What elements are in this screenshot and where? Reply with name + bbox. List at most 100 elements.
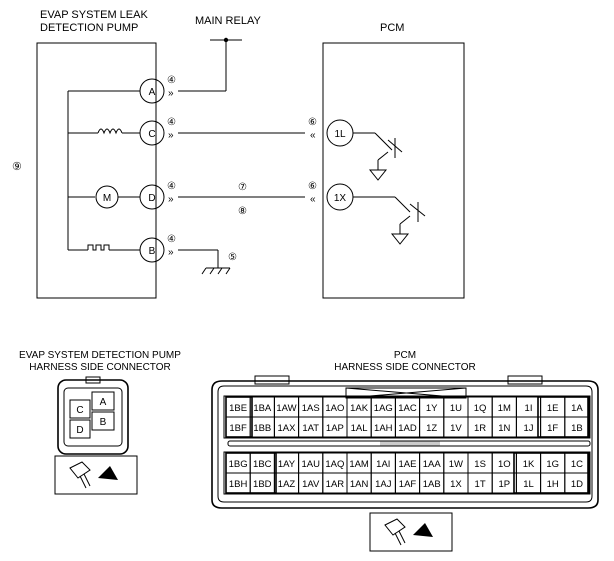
pcm-cell-label: 1AR <box>326 479 345 490</box>
pcm-cell-label: 1L <box>523 479 534 490</box>
valve-icon <box>87 244 110 251</box>
pcm-cell-label: 1H <box>547 479 559 490</box>
pump-conn-pin-d: D <box>76 425 83 436</box>
pcm-cell-label: 1AO <box>325 403 344 414</box>
pump-pin-a <box>139 78 165 104</box>
pcm-cell-label: 1AC <box>398 403 417 414</box>
pcm-cell-label: 1AB <box>423 479 441 490</box>
pcm-cell-label: 1Y <box>426 403 438 414</box>
pcm-cell-label: 1F <box>547 423 558 434</box>
plug-view-icon-left <box>54 455 138 495</box>
ref-8: ⑧ <box>238 206 247 217</box>
pump-pin-d-ref: ④ <box>167 181 176 192</box>
pcm-cell-label: 1AD <box>398 423 417 434</box>
pcm-pin-1l-label: 1L <box>334 129 346 140</box>
pump-conn-pin-c: C <box>76 405 83 416</box>
pump-pin-c-ref: ④ <box>167 117 176 128</box>
pump-pin-a-ref: ④ <box>167 75 176 86</box>
pcm-cell-label: 1V <box>450 423 462 434</box>
ref-5: ⑤ <box>228 252 237 263</box>
pcm-box <box>322 42 465 299</box>
pcm-cell-label: 1T <box>475 479 486 490</box>
pcm-cell-label: 1P <box>498 479 510 490</box>
pcm-cell-label: 1AT <box>302 423 319 434</box>
pcm-cell-label: 1C <box>571 459 583 470</box>
pump-pin-d <box>139 184 165 210</box>
pump-pin-b <box>139 237 165 263</box>
pcm-cell-label: 1BG <box>229 459 248 470</box>
pcm-cell-label: 1K <box>523 459 535 470</box>
pump-conn-pin-a: A <box>100 397 107 408</box>
pcm-cell <box>564 472 590 494</box>
pcm-cell-label: 1AY <box>278 459 296 470</box>
pcm-cell <box>564 416 590 438</box>
svg-text:»: » <box>168 247 174 258</box>
pcm-cell-label: 1O <box>498 459 511 470</box>
pump-connector-title-line1: EVAP SYSTEM DETECTION PUMP <box>19 350 181 361</box>
pump-pin-d-label: D <box>148 193 155 204</box>
main-relay-node <box>223 37 229 43</box>
svg-text:»: » <box>168 194 174 205</box>
pump-pin-a-label: A <box>149 87 156 98</box>
coil-icon <box>97 128 123 135</box>
pcm-cell-label: 1BC <box>253 459 272 470</box>
pcm-cell-label: 1AF <box>399 479 417 490</box>
pump-conn-pin-b: B <box>100 417 107 428</box>
pump-pin-b-label: B <box>149 246 156 257</box>
pcm-cell-label: 1BA <box>253 403 272 414</box>
pcm-pin-1x-ref: ⑥ <box>308 181 317 192</box>
pcm-cell-label: 1AQ <box>325 459 344 470</box>
pcm-cell-label: 1I <box>525 403 533 414</box>
pump-pin-b-ref: ④ <box>167 234 176 245</box>
pump-connector: C A D B <box>57 376 129 455</box>
pcm-cell-label: 1U <box>450 403 462 414</box>
ref-9: ⑨ <box>12 161 22 173</box>
pcm-connector-title-line2: HARNESS SIDE CONNECTOR <box>334 362 476 373</box>
pcm-label: PCM <box>380 22 404 34</box>
pcm-cell-label: 1BD <box>253 479 272 490</box>
pcm-cell-label: 1BH <box>229 479 248 490</box>
pcm-cell-label: 1X <box>450 479 462 490</box>
pcm-cell-label: 1S <box>474 459 486 470</box>
pcm-cell-label: 1AV <box>302 479 320 490</box>
pcm-cell-label: 1M <box>498 403 511 414</box>
pcm-cell-label: 1G <box>546 459 559 470</box>
pcm-cell-label: 1AX <box>278 423 297 434</box>
pcm-cell-label: 1B <box>571 423 583 434</box>
svg-text:«: « <box>310 194 316 205</box>
pcm-cell-label: 1E <box>547 403 559 414</box>
ground-1x-icon <box>390 233 410 245</box>
svg-text:»: » <box>168 88 174 99</box>
pcm-cell-label: 1AU <box>301 459 320 470</box>
pcm-cell-label: 1AN <box>350 479 369 490</box>
pcm-connector-title-line1: PCM <box>394 350 416 361</box>
main-relay-label: MAIN RELAY <box>195 15 261 27</box>
pcm-cell-label: 1J <box>523 423 533 434</box>
pcm-cell-label: 1Z <box>426 423 437 434</box>
pcm-cell-label: 1AW <box>276 403 296 414</box>
pcm-pin-1x-label: 1X <box>334 193 347 204</box>
ground-1l-icon <box>368 169 388 181</box>
pcm-cell-label: 1AM <box>349 459 369 470</box>
plug-view-icon-bottom <box>369 512 453 552</box>
pcm-cell-label: 1A <box>571 403 583 414</box>
svg-text:»: » <box>168 130 174 141</box>
pcm-pin-1l-ref: ⑥ <box>308 117 317 128</box>
pump-pin-c <box>139 120 165 146</box>
pcm-cell-label: 1N <box>498 423 510 434</box>
pcm-cell-label: 1AS <box>302 403 320 414</box>
pcm-cell-label: 1AG <box>374 403 393 414</box>
pump-title-line2: DETECTION PUMP <box>40 22 138 34</box>
pcm-cell-label: 1BF <box>229 423 247 434</box>
pcm-cell-label: 1AJ <box>375 479 392 490</box>
pump-pin-c-label: C <box>148 129 155 140</box>
ref-7: ⑦ <box>238 182 247 193</box>
pcm-cell-label: 1AK <box>350 403 369 414</box>
pcm-cell-label: 1AL <box>351 423 368 434</box>
pcm-cell-label: 1BB <box>253 423 271 434</box>
pcm-cell-label: 1D <box>571 479 583 490</box>
pcm-cell-label: 1AE <box>399 459 417 470</box>
pcm-cell-label: 1AH <box>374 423 393 434</box>
pcm-cell-label: 1R <box>474 423 486 434</box>
